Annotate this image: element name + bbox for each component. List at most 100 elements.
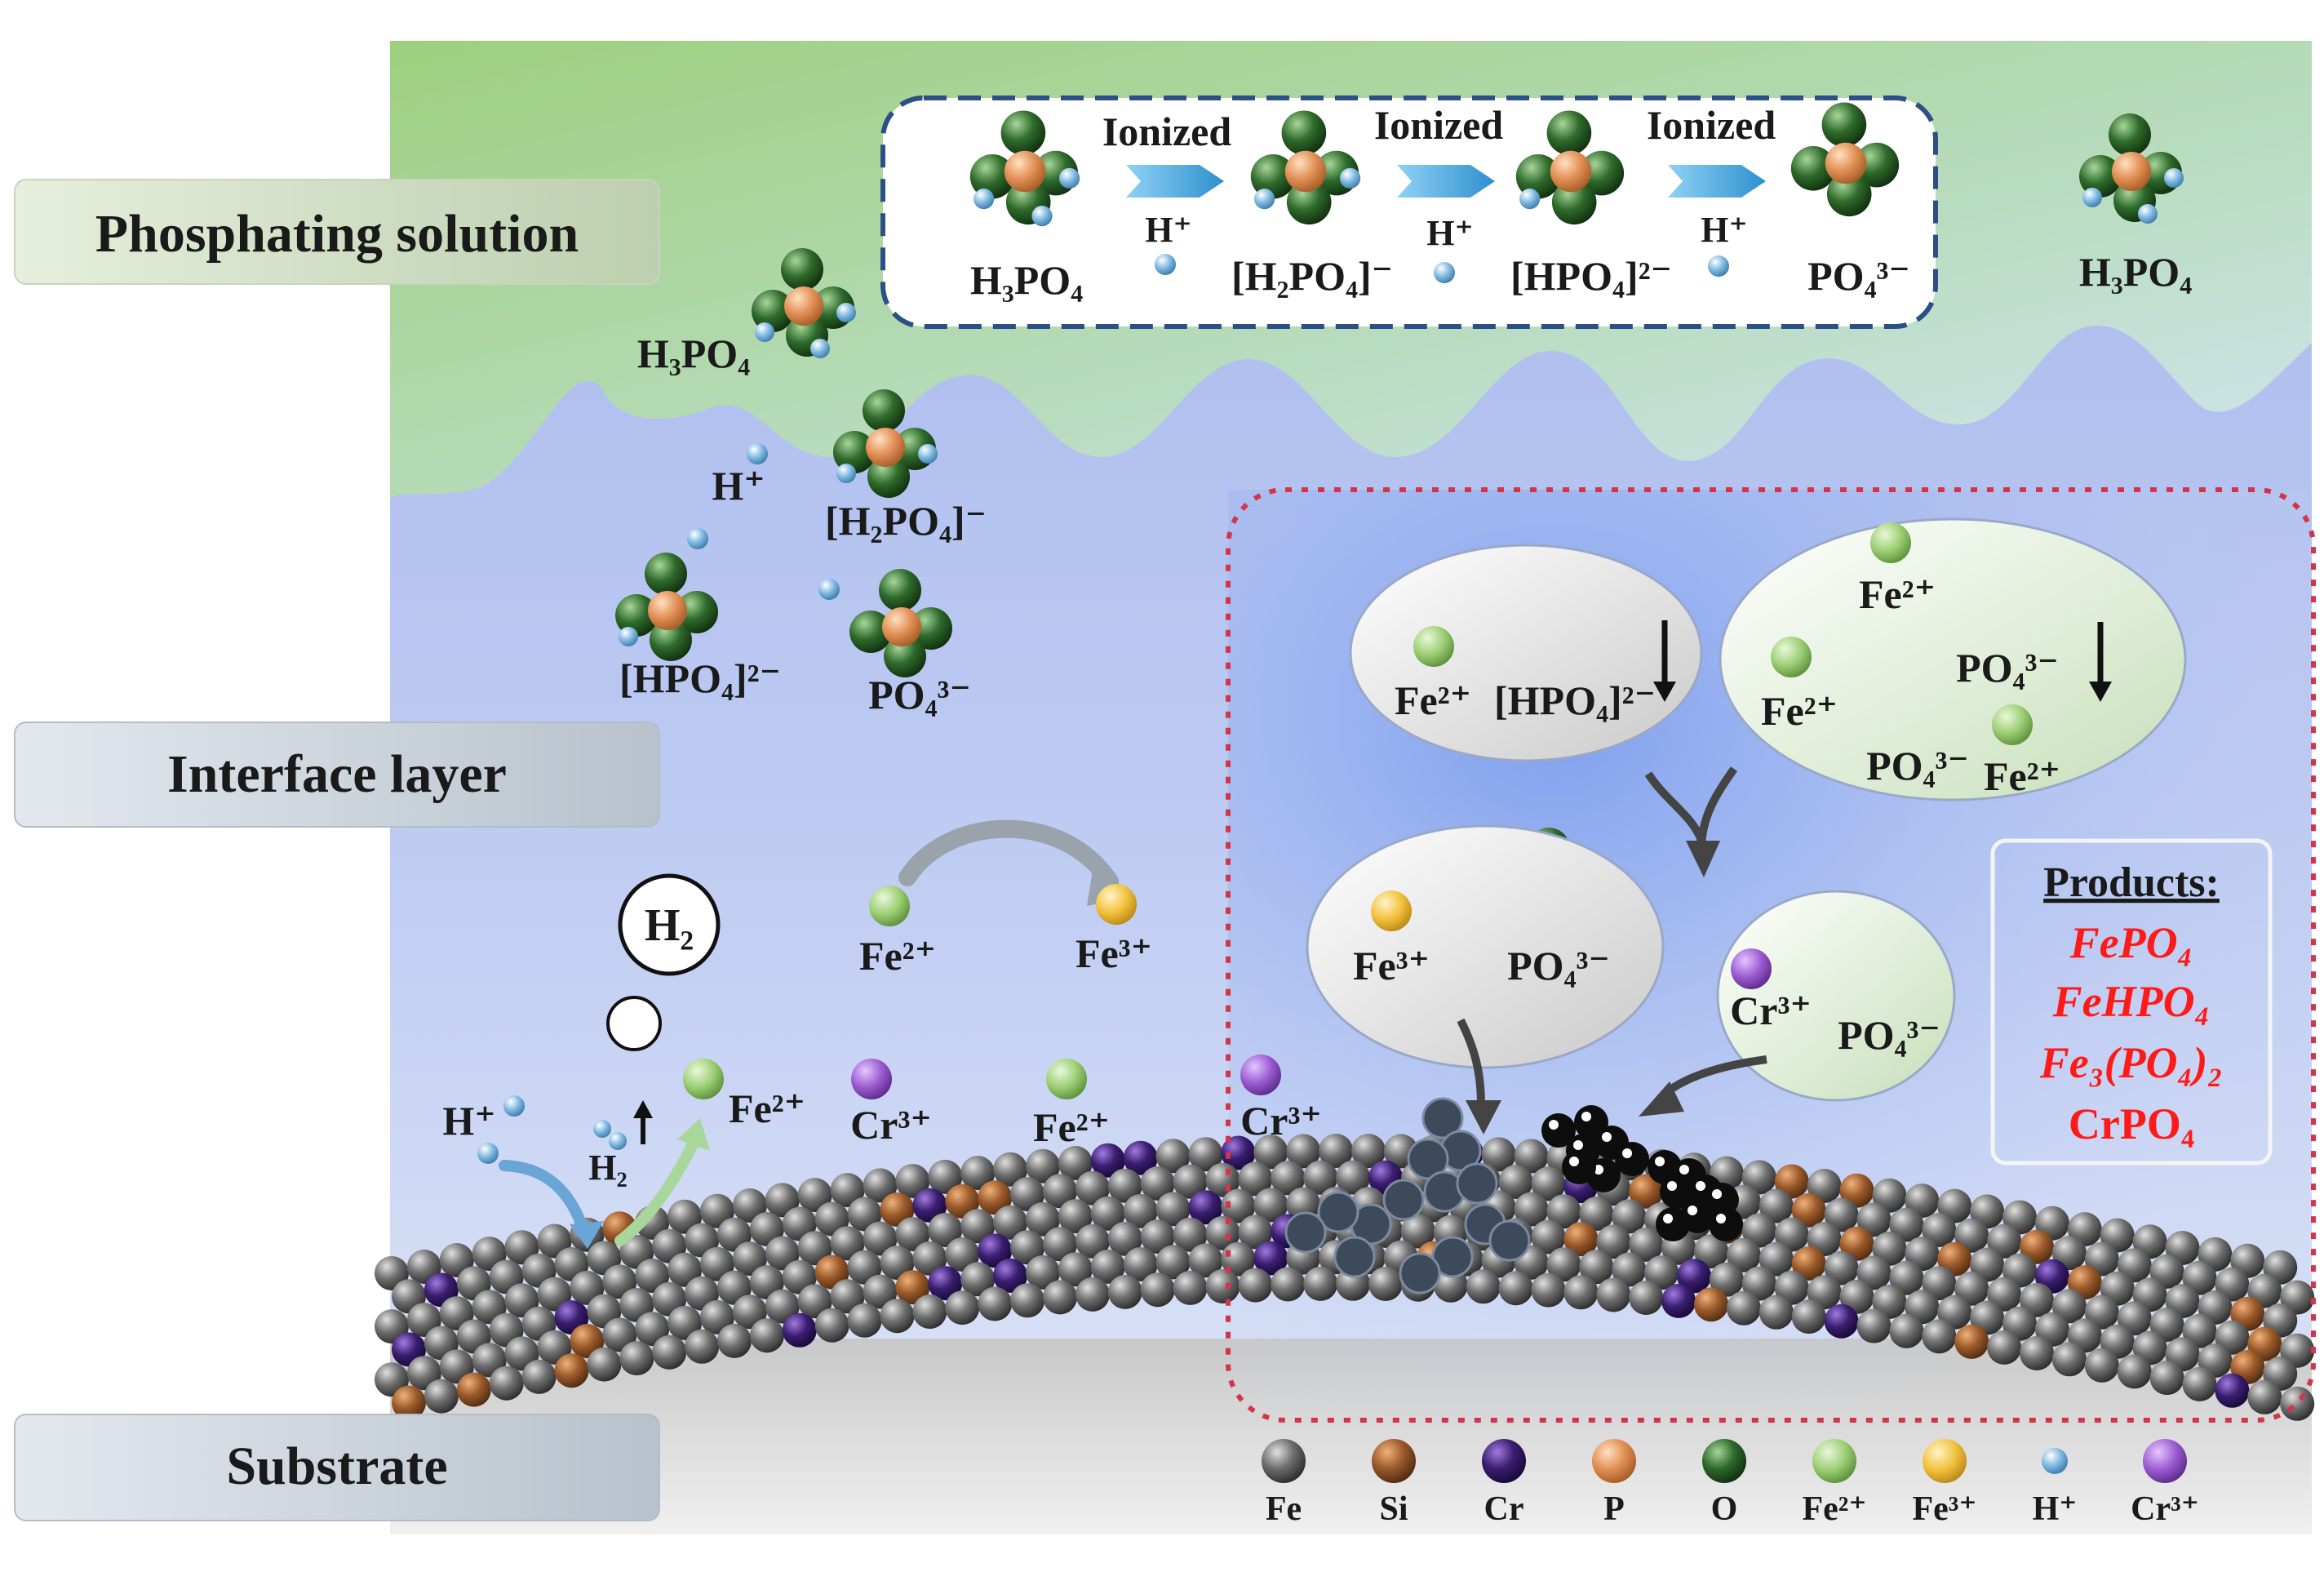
lattice-atom-fe: [1759, 1241, 1794, 1277]
legend-swatch-fe2: [1812, 1439, 1856, 1483]
proton-ball-c: [818, 579, 840, 600]
h2-up-arrow-head: [633, 1100, 653, 1118]
lattice-atom-fe: [749, 1318, 784, 1353]
lattice-atom-fe: [1123, 1193, 1158, 1228]
ionized-label-2: Ionized: [1374, 102, 1504, 148]
fe2-ball-released: [683, 1059, 724, 1099]
ionized-step-3: Ionized H⁺: [1647, 102, 1776, 277]
lattice-atom-si: [1791, 1246, 1826, 1281]
lattice-atom-fe: [1514, 1139, 1549, 1174]
lattice-atom-fe: [847, 1197, 882, 1232]
legend-label-cr3: Cr³⁺: [2131, 1490, 2199, 1528]
layer-label-substrate: Substrate: [14, 1414, 660, 1521]
lattice-atom-fe: [1253, 1188, 1288, 1223]
lattice-atom-fe: [1481, 1137, 1516, 1172]
lattice-atom-fe: [1922, 1213, 1957, 1247]
lattice-atom-fe: [895, 1164, 930, 1198]
lattice-atom-fe: [424, 1379, 459, 1414]
lattice-atom-cr: [1661, 1283, 1696, 1318]
lattice-atom-si: [1563, 1222, 1599, 1257]
lattice-atom-fe: [1807, 1275, 1842, 1310]
lattice-atom-fe: [1173, 1217, 1208, 1252]
bubble4-left-arrow-head: [1639, 1081, 1684, 1117]
product-fepo4: FePO₄: [2069, 918, 2193, 967]
deposit-gray-cluster: [1284, 1211, 1327, 1254]
molecule-h3po4-left: [752, 248, 856, 358]
bubble2-down-arrow-head: [2089, 682, 2112, 702]
lattice-atom-fe: [1107, 1168, 1142, 1203]
lattice-atom-fe: [1238, 1215, 1273, 1250]
lattice-atom-fe: [1563, 1275, 1599, 1310]
lattice-atom-fe: [1612, 1252, 1647, 1287]
lattice-atom-fe: [1010, 1177, 1045, 1212]
lattice-atom-cr: [1824, 1303, 1859, 1339]
lattice-atom-fe: [960, 1156, 996, 1191]
lattice-atom-fe: [2182, 1366, 2217, 1401]
deposit-gray-cluster: [1421, 1097, 1464, 1139]
legend-swatch-cr: [1482, 1439, 1526, 1483]
lattice-atom-si: [1954, 1324, 1989, 1359]
reaction-bubble-4: [1716, 890, 1956, 1102]
lattice-atom-fe: [667, 1305, 703, 1340]
bubble4-label-po4: PO₄³⁻: [1838, 1012, 1940, 1058]
lattice-atom-fe: [1546, 1247, 1581, 1282]
lattice-atom-si: [1791, 1192, 1826, 1228]
lattice-atom-fe: [1807, 1222, 1842, 1257]
h2-bubble-label: H₂: [645, 900, 694, 951]
molecule-po4-free: [849, 569, 952, 677]
oxidation-arrow: [898, 819, 1119, 890]
label-h-plus-surface: H⁺: [442, 1098, 495, 1143]
lattice-atom-cr: [993, 1258, 1028, 1293]
deposit-highlight: [1573, 1140, 1583, 1150]
deposit-highlight: [1679, 1165, 1689, 1175]
lattice-atom-fe: [797, 1231, 832, 1266]
legend-label-h: H⁺: [2033, 1490, 2078, 1528]
lattice-atom-si: [978, 1180, 1013, 1215]
products-title: Products:: [2043, 859, 2220, 906]
lattice-atom-fe: [700, 1299, 734, 1334]
lattice-atom-fe: [700, 1193, 734, 1228]
ionization-species-h2po4: [H₂PO₄]⁻: [1231, 253, 1393, 299]
substrate-lattice: [375, 1134, 2315, 1421]
legend-swatch-si: [1372, 1439, 1416, 1483]
lattice-atom-fe: [1579, 1250, 1614, 1285]
lattice-atom-fe: [1107, 1221, 1142, 1256]
product-fehpo4: FeHPO₄: [2052, 977, 2211, 1026]
legend-label-si: Si: [1379, 1490, 1408, 1528]
lattice-atom-fe: [945, 1237, 980, 1272]
proton-ball-d: [503, 1095, 525, 1117]
lattice-atom-fe: [895, 1217, 930, 1252]
ionized-arrow-3: [1668, 165, 1766, 198]
lattice-atom-fe: [1498, 1165, 1533, 1199]
deposit-black-cluster: [1709, 1207, 1743, 1241]
lattice-atom-fe: [1694, 1234, 1728, 1269]
lattice-atom-fe: [1155, 1192, 1191, 1227]
lattice-atom-fe: [1629, 1281, 1664, 1315]
lattice-atom-fe: [1238, 1268, 1273, 1303]
lattice-atom-fe: [1155, 1139, 1191, 1174]
lattice-atom-fe: [732, 1241, 767, 1277]
lattice-atom-fe: [2051, 1342, 2087, 1377]
lattice-atom-fe: [2149, 1361, 2184, 1396]
bubble4-label-cr3: Cr³⁺: [1730, 988, 1812, 1033]
lattice-atom-cr: [978, 1233, 1013, 1268]
lattice-atom-si: [945, 1183, 980, 1219]
lattice-atom-fe: [1596, 1277, 1631, 1312]
molecule-h2po4-box: [1250, 110, 1361, 225]
label-fe2-oxidation: Fe²⁺: [859, 933, 936, 979]
lattice-atom-fe: [863, 1221, 898, 1256]
lattice-atom-fe: [765, 1183, 800, 1218]
legend-label-p: P: [1603, 1490, 1625, 1528]
lattice-atom-fe: [1612, 1199, 1647, 1234]
label-fe2-released: Fe²⁺: [729, 1086, 805, 1131]
lattice-atom-fe: [880, 1299, 915, 1334]
lattice-atom-fe: [1271, 1267, 1306, 1302]
lattice-atom-fe: [928, 1213, 963, 1247]
deposit-highlight: [1549, 1120, 1559, 1130]
lattice-atom-si: [1629, 1174, 1664, 1209]
lattice-atom-fe: [1433, 1268, 1468, 1303]
lattice-atom-fe: [978, 1286, 1013, 1321]
legend-swatch-o: [1702, 1439, 1746, 1483]
bubble2-label-po4-bottom: PO₄³⁻: [1866, 743, 1969, 788]
